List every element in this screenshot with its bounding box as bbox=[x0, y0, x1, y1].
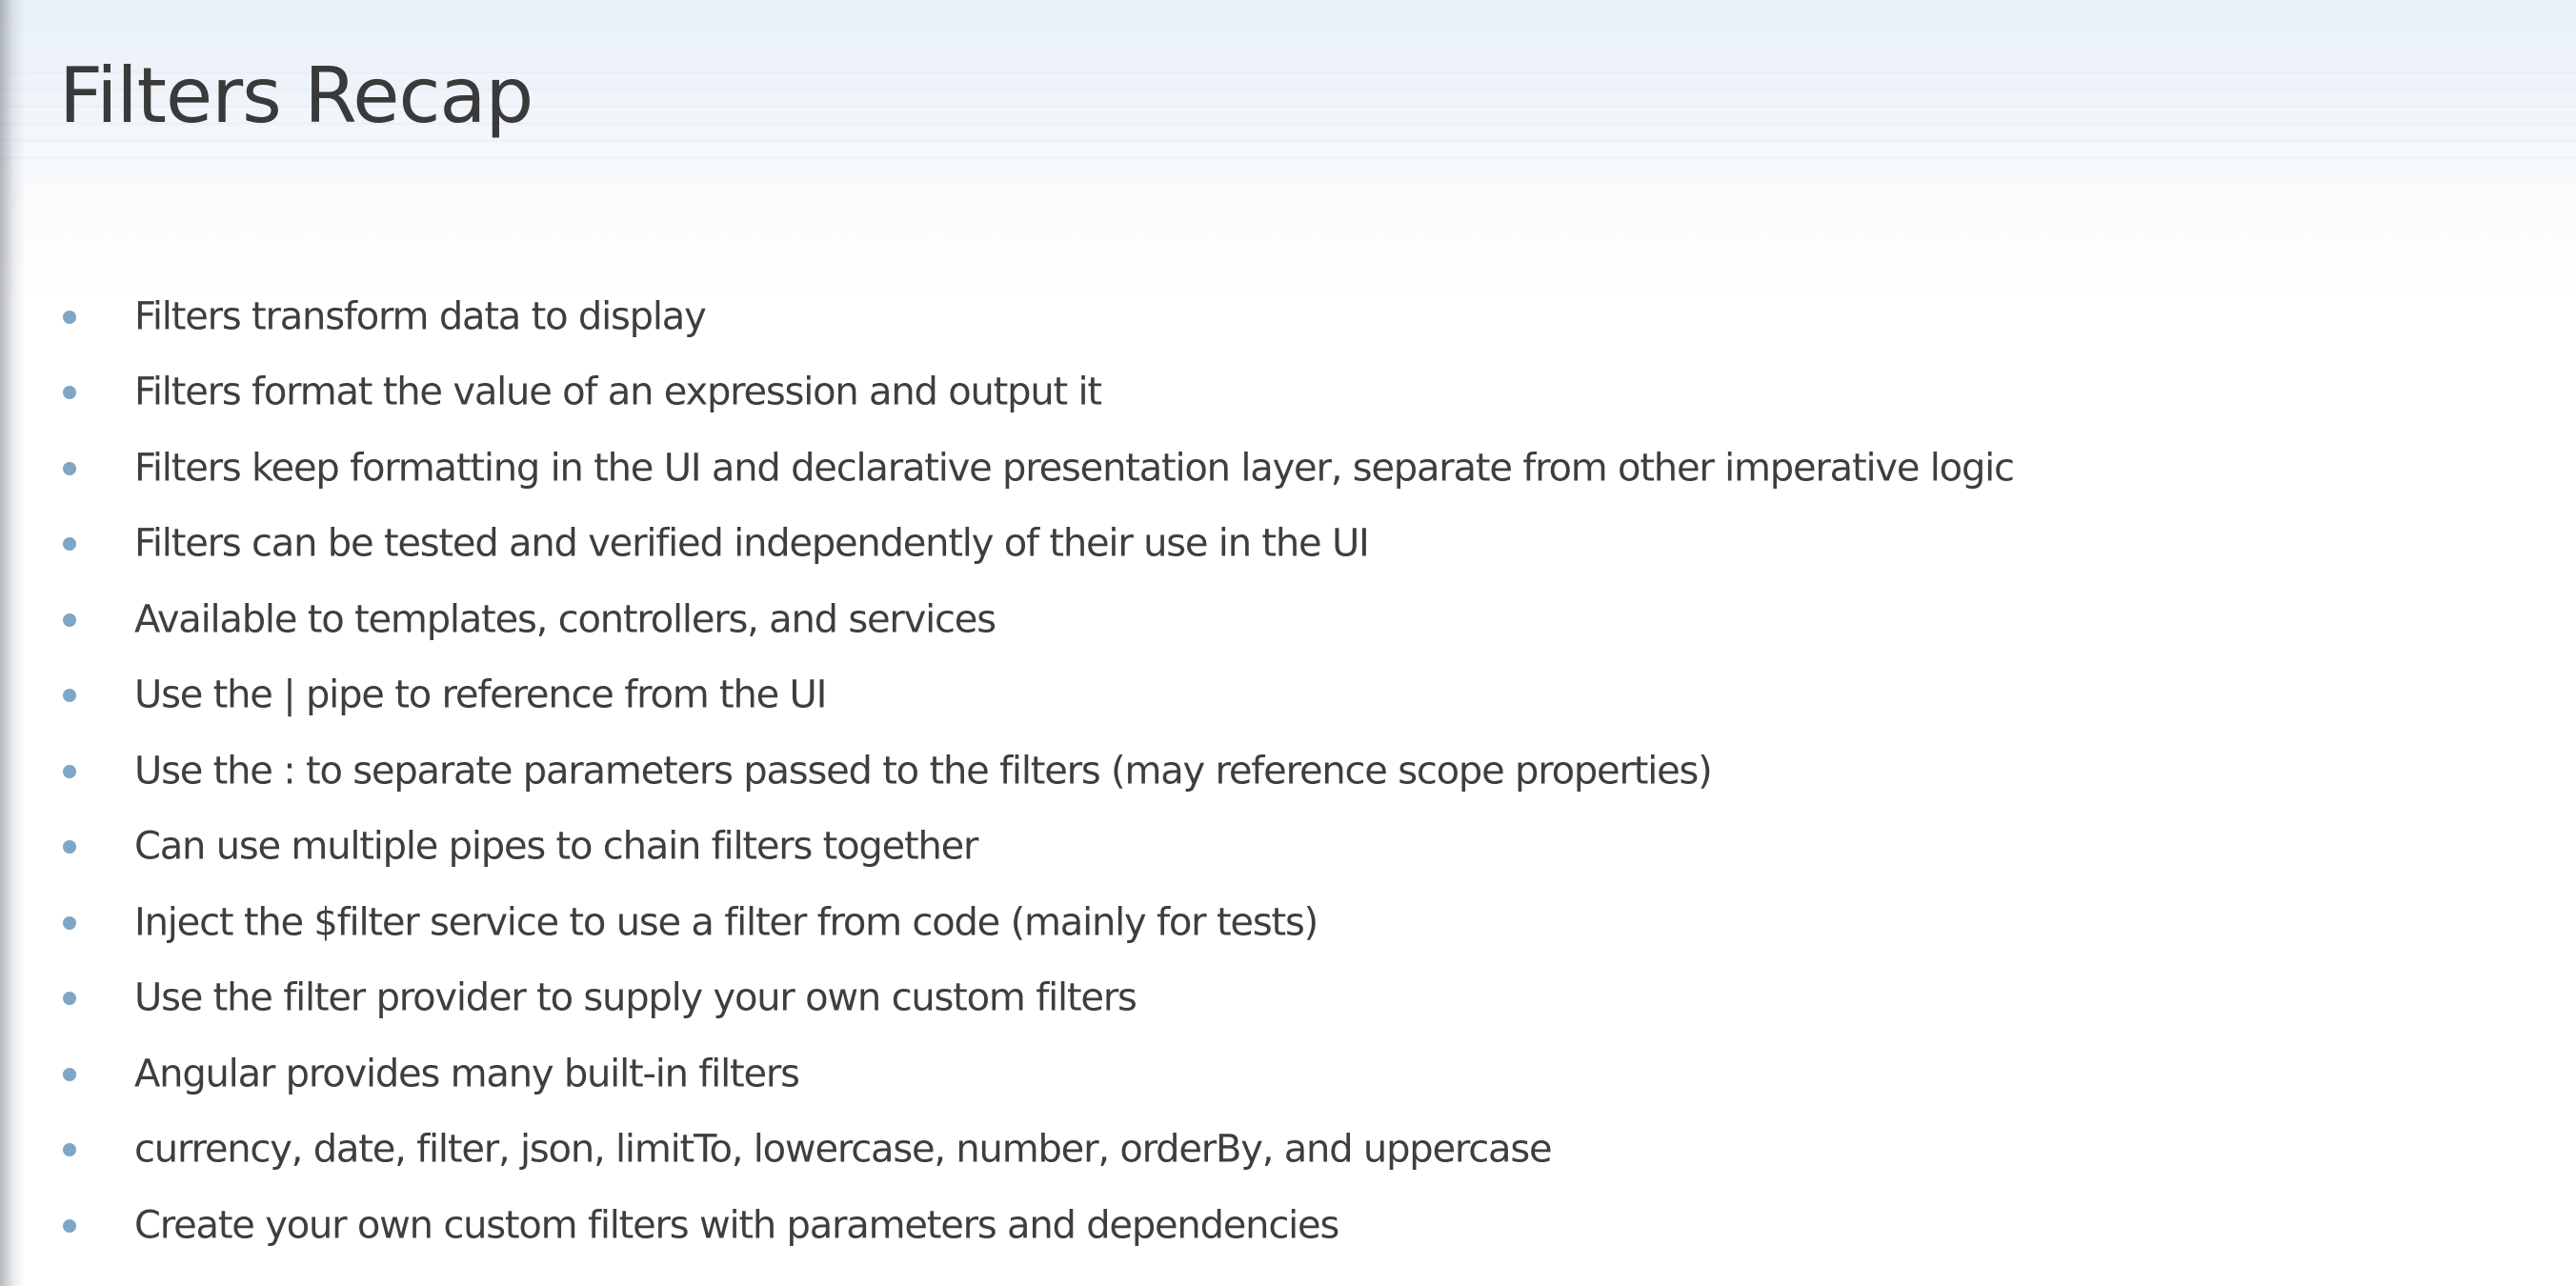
bullet-text: Use the | pipe to reference from the UI bbox=[134, 673, 827, 717]
bullet-text: Available to templates, controllers, and… bbox=[134, 597, 996, 642]
bullet-text: Filters can be tested and verified indep… bbox=[134, 521, 1370, 566]
header-band bbox=[0, 57, 2576, 171]
bullet-text: Angular provides many built-in filters bbox=[134, 1052, 800, 1096]
bullet-text: Use the filter provider to supply your o… bbox=[134, 975, 1137, 1020]
slide-title: Filters Recap bbox=[59, 51, 533, 140]
bullet-dot-icon bbox=[63, 840, 76, 854]
bullet-dot-icon bbox=[63, 310, 76, 324]
bullet-text: currency, date, filter, json, limitTo, l… bbox=[134, 1127, 1553, 1172]
bullet-dot-icon bbox=[63, 1218, 76, 1233]
bullet-text: Filters transform data to display bbox=[134, 294, 707, 339]
bullet-text: Inject the $filter service to use a filt… bbox=[134, 900, 1318, 945]
bullet-text: Can use multiple pipes to chain filters … bbox=[134, 824, 978, 869]
bullet-dot-icon bbox=[63, 461, 76, 475]
bullet-text: Use the : to separate parameters passed … bbox=[134, 749, 1713, 794]
bullet-dot-icon bbox=[63, 992, 76, 1006]
bullet-dot-icon bbox=[63, 1067, 76, 1081]
bullet-dot-icon bbox=[63, 1143, 76, 1157]
bullet-text: Filters keep formatting in the UI and de… bbox=[134, 446, 2015, 491]
bullet-dot-icon bbox=[63, 689, 76, 703]
left-edge-shadow bbox=[0, 0, 25, 1286]
bullet-text: Create your own custom filters with para… bbox=[134, 1203, 1339, 1248]
bullet-dot-icon bbox=[63, 613, 76, 627]
bullet-dot-icon bbox=[63, 386, 76, 400]
bullet-dot-icon bbox=[63, 537, 76, 552]
bullet-text: Filters format the value of an expressio… bbox=[134, 370, 1102, 414]
bullet-dot-icon bbox=[63, 915, 76, 930]
bullet-dot-icon bbox=[63, 764, 76, 778]
